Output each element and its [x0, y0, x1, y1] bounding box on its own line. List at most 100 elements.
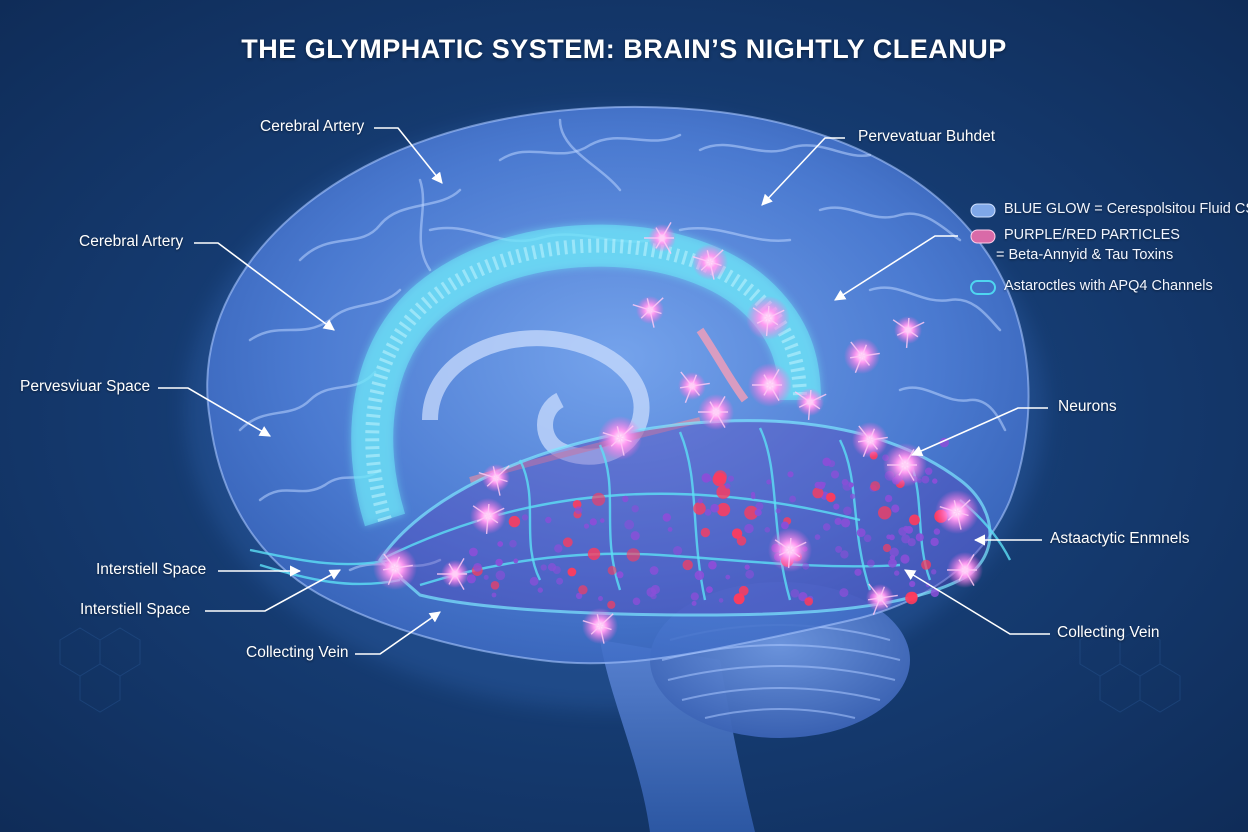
toxin-particle	[589, 518, 597, 526]
toxin-particle	[616, 571, 624, 579]
neuron-sparkle	[852, 422, 888, 458]
toxin-particle	[718, 598, 724, 603]
toxin-particle	[469, 547, 478, 557]
toxin-particle	[490, 581, 500, 590]
leader-lines	[158, 127, 1050, 655]
toxin-particle	[540, 564, 547, 571]
toxin-particle	[754, 508, 762, 517]
toxin-particle	[630, 531, 640, 541]
toxin-particle	[556, 577, 564, 585]
leader-cerebral-artery-top	[374, 127, 443, 184]
neuron-sparkle	[844, 338, 880, 374]
legend-swatch-csf	[970, 203, 996, 218]
neuron-sparkle	[373, 546, 417, 590]
toxin-particle	[870, 481, 881, 492]
toxin-particle	[725, 483, 731, 489]
toxin-particle	[891, 504, 900, 513]
toxin-particle	[716, 502, 731, 517]
toxin-particle	[592, 492, 606, 506]
toxin-particle	[690, 592, 699, 601]
neuron-sparkle	[644, 222, 676, 254]
pink-vessel	[696, 327, 749, 403]
toxin-particle	[835, 545, 843, 553]
toxin-particle	[587, 547, 601, 561]
toxin-particle	[552, 566, 561, 574]
toxin-particle	[562, 537, 573, 548]
neuron-sparkle	[692, 244, 728, 280]
toxin-particle	[727, 475, 735, 482]
toxin-particle	[744, 523, 754, 534]
label-cerebral-artery-left: Cerebral Artery	[79, 233, 184, 250]
toxin-particle	[930, 588, 939, 598]
toxin-particle	[882, 543, 892, 553]
neuron-sparkles	[373, 222, 983, 644]
legend-item-toxins: PURPLE/RED PARTICLES	[1004, 227, 1180, 243]
label-collecting-vein-right: Collecting Vein	[1057, 624, 1160, 641]
toxin-particle	[798, 592, 808, 602]
label-perivascular-space: Pervesviuar Space	[20, 378, 151, 395]
toxin-particle	[626, 548, 640, 562]
toxin-particle	[607, 600, 616, 609]
legend-swatch-toxins	[970, 229, 996, 244]
toxin-particle	[529, 576, 539, 586]
toxin-particle	[483, 574, 489, 580]
toxin-particle	[701, 473, 711, 483]
toxin-particle	[775, 508, 781, 514]
label-collecting-vein-left: Collecting Vein	[246, 644, 349, 661]
toxin-particle	[491, 592, 497, 598]
toxin-particle	[781, 521, 789, 530]
leader-interstitial-2	[205, 569, 341, 612]
neuron-sparkle	[768, 528, 812, 572]
toxin-particle	[750, 491, 756, 497]
toxin-particle	[839, 588, 849, 598]
neuron-sparkle	[866, 583, 898, 615]
toxin-particle	[574, 506, 583, 514]
toxin-particle	[840, 550, 849, 559]
toxin-particle	[933, 528, 941, 535]
toxin-particle	[744, 564, 750, 570]
leader-cerebral-artery-left	[194, 242, 335, 331]
toxin-particle	[708, 560, 717, 570]
toxin-particle	[495, 558, 503, 567]
toxin-particle	[598, 596, 603, 601]
label-interstitial-space-1: Interstiell Space	[96, 561, 207, 578]
toxin-particle	[744, 505, 759, 520]
toxin-particle	[930, 537, 939, 547]
toxin-particle	[495, 570, 506, 581]
neuron-sparkle	[748, 363, 792, 407]
toxin-particle	[466, 574, 476, 584]
toxin-particle	[921, 559, 932, 570]
toxin-particle	[843, 506, 852, 516]
toxin-particle	[856, 528, 866, 537]
toxin-particle	[578, 585, 588, 595]
toxin-particle	[600, 518, 605, 523]
lateral-ventricle	[422, 330, 650, 465]
toxin-particle	[693, 502, 706, 515]
toxin-particle	[849, 493, 856, 499]
legend-swatches	[970, 203, 996, 295]
toxin-particle	[738, 585, 749, 596]
toxin-particle	[632, 597, 641, 606]
toxin-particle	[931, 569, 937, 575]
neuron-sparkle	[794, 388, 827, 420]
toxin-particle	[716, 485, 731, 499]
toxin-particle	[650, 584, 661, 595]
toxin-particle	[903, 525, 909, 532]
toxin-particle	[932, 478, 938, 484]
neuron-sparkle	[437, 558, 469, 590]
toxin-particle	[649, 566, 659, 575]
toxin-particle	[822, 523, 831, 531]
neuron-sparkle	[598, 416, 642, 460]
toxin-particle	[766, 479, 772, 485]
neuron-sparkle	[883, 443, 927, 487]
toxin-particle	[830, 470, 840, 479]
toxin-particle	[497, 541, 504, 547]
toxin-particle	[710, 503, 719, 513]
label-interstitial-space-2: Interstiell Space	[80, 601, 191, 618]
toxin-particle	[622, 495, 629, 503]
leader-perivascular-bundle	[761, 137, 845, 206]
leader-legend	[834, 235, 958, 301]
toxin-particle	[884, 494, 893, 503]
toxin-particle	[886, 534, 892, 540]
toxin-particle	[828, 460, 836, 468]
